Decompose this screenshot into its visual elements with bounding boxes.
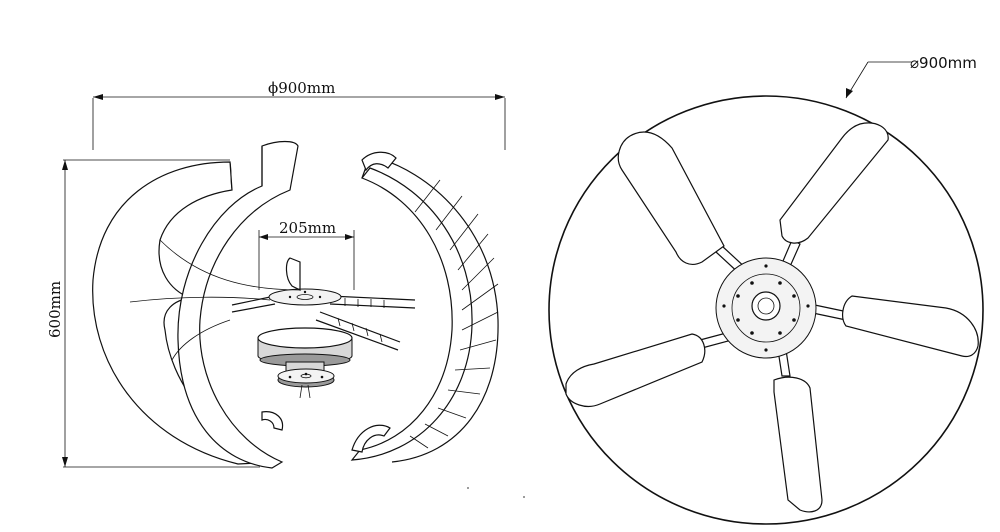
- support-arms: [231, 295, 416, 351]
- diameter-dimension: [92, 94, 506, 150]
- central-hub: [715, 257, 817, 359]
- top-hub-plate: [268, 288, 342, 306]
- height-label: 600mm: [46, 281, 64, 338]
- blade-top-right: [779, 122, 889, 244]
- top-diameter-leader: [845, 61, 912, 99]
- blade-right: [842, 295, 979, 358]
- blade-bottom: [773, 376, 823, 513]
- blade-top-left: [617, 131, 725, 265]
- hub-width-dimension: [258, 230, 355, 290]
- left-blade-bottom-hook: [261, 411, 284, 431]
- top-diameter-label: ⌀900mm: [910, 54, 977, 72]
- generator: [257, 327, 353, 373]
- rotor-circle: [548, 95, 984, 525]
- bottom-flange: [277, 368, 335, 399]
- diameter-label: ϕ900mm: [268, 79, 335, 97]
- blades: [565, 122, 979, 513]
- right-blade-shell: [350, 167, 473, 461]
- top-view: ⌀900mm: [548, 54, 984, 525]
- right-blade-bottom-hook: [351, 424, 391, 453]
- height-dimension: [62, 159, 260, 468]
- right-blade-top-hook: [361, 151, 397, 172]
- top-shaft-bracket: [285, 257, 301, 291]
- blade-left: [565, 333, 706, 407]
- side-view: ϕ900mm 600mm 205mm: [46, 79, 506, 469]
- hub-width-label: 205mm: [279, 219, 336, 237]
- front-left-blade: [177, 140, 299, 469]
- right-blade-fins: [409, 179, 499, 449]
